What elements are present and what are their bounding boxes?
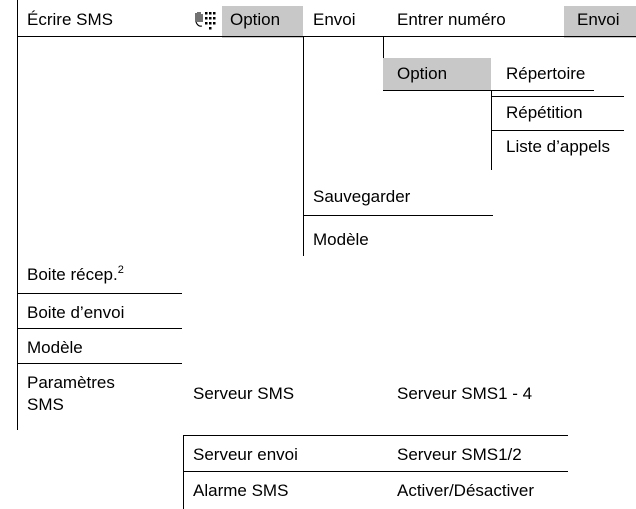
option-tree-line <box>303 36 304 256</box>
option-divider <box>383 90 594 91</box>
alarme-sms-value: Activer/Désactiver <box>397 481 534 500</box>
entrer-tree-line <box>383 36 384 58</box>
settings-tree-line <box>183 435 184 509</box>
boite-recep-item: Boite récep.2 <box>27 264 124 285</box>
repetition-item: Répétition <box>506 103 583 122</box>
number-option-shade <box>383 58 491 90</box>
footnote-marker: 2 <box>117 264 124 276</box>
parametres-line2: SMS <box>27 395 64 414</box>
option-header-label: Option <box>230 10 281 29</box>
boite-envoi-divider <box>17 328 182 329</box>
serveur-envoi-divider <box>183 471 568 472</box>
parametres-line1: Paramètres <box>27 373 115 392</box>
sauvegarder-divider <box>303 215 493 216</box>
option-header-shade <box>222 6 303 38</box>
t9-keypad-icon <box>195 12 216 30</box>
serveur-sms-divider <box>183 435 568 436</box>
liste-appels-item: Liste d’appels <box>506 137 610 156</box>
repetition-divider <box>491 130 624 131</box>
modele-item: Modèle <box>27 338 83 357</box>
boite-envoi-item: Boite d’envoi <box>27 303 125 322</box>
number-option-label: Option <box>397 64 448 83</box>
alarme-sms-label: Alarme SMS <box>193 481 289 500</box>
modele-template-item: Modèle <box>313 230 369 249</box>
serveur-envoi-label: Serveur envoi <box>193 445 298 464</box>
envoi-header-shade <box>564 6 636 38</box>
serveur-envoi-value: Serveur SMS1/2 <box>397 445 522 464</box>
entrer-numero-label: Entrer numéro <box>397 10 506 29</box>
repertoire-item: Répertoire <box>506 64 586 83</box>
serveur-sms-label: Serveur SMS <box>193 384 295 403</box>
main-tree-line <box>17 0 18 430</box>
write-sms-title: Écrire SMS <box>27 10 113 29</box>
modele-divider <box>17 363 182 364</box>
boite-recep-divider <box>17 293 182 294</box>
header-underline <box>17 36 636 37</box>
envoi-header-label: Envoi <box>313 10 356 29</box>
serveur-sms-value: Serveur SMS1 - 4 <box>397 384 533 403</box>
repertoire-divider <box>491 96 624 97</box>
sauvegarder-item: Sauvegarder <box>313 187 411 206</box>
envoi-right-label: Envoi <box>577 10 620 29</box>
